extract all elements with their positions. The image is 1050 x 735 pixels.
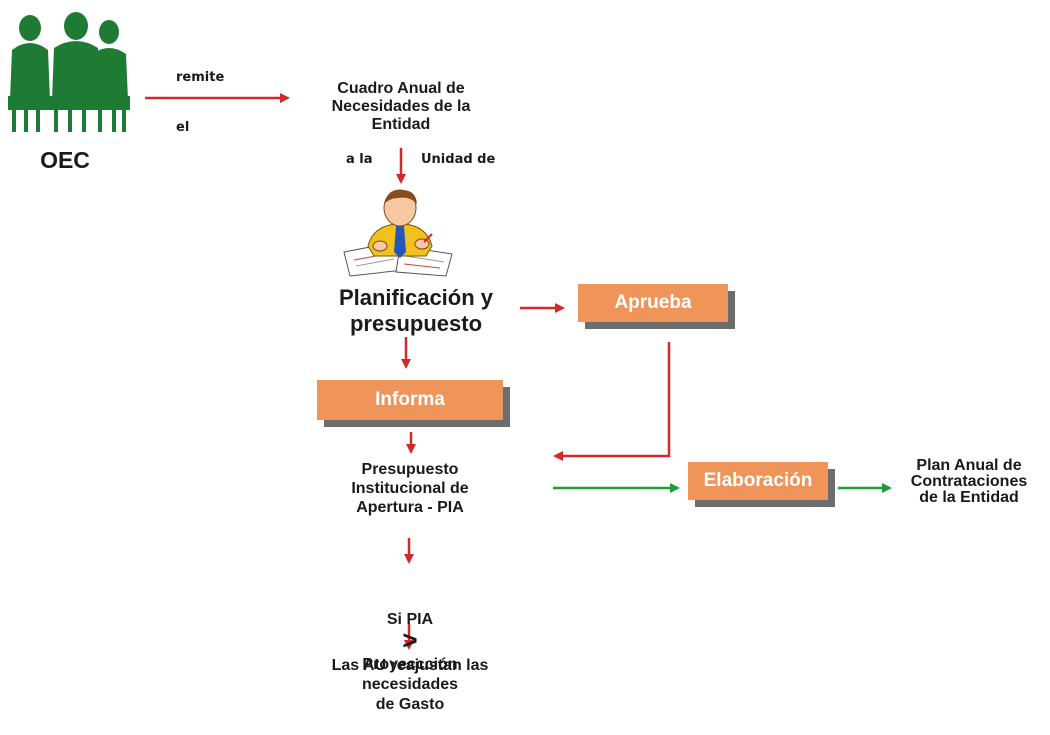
- arrow-aprueba-to-pia: [553, 342, 671, 461]
- informa-label: Informa: [375, 389, 445, 410]
- informa-box: Informa: [317, 380, 503, 420]
- el-label: el: [176, 120, 190, 135]
- condicion-node: Si PIA > Proyeccción de Gasto: [270, 570, 550, 735]
- a-la-label: a la: [346, 152, 373, 167]
- greater-than-symbol: >: [402, 625, 418, 655]
- unidad-de-label: Unidad de: [421, 152, 496, 167]
- planificacion-node: Planificación y presupuesto: [338, 285, 494, 336]
- plan-anual-node: Plan Anual de Contrataciones de la Entid…: [910, 457, 1028, 506]
- committee-icon: [8, 10, 130, 140]
- oec-label: OEC: [40, 147, 90, 173]
- condicion-line-2: de Gasto: [375, 696, 445, 713]
- reajuste-node: Las AU reajustan las necesidades: [331, 657, 489, 693]
- aprueba-label: Aprueba: [614, 292, 692, 313]
- remite-label: remite: [176, 70, 225, 85]
- aprueba-box: Aprueba: [578, 284, 728, 322]
- condicion-right: Proyeccción: [362, 656, 458, 673]
- cuadro-anual-node: Cuadro Anual de Necesidades de la Entida…: [331, 80, 471, 133]
- condicion-line-1: Si PIA > Proyeccción: [270, 590, 550, 675]
- planner-person-icon: [340, 186, 460, 283]
- connector-layer: [145, 93, 892, 650]
- condicion-left: Si PIA: [386, 611, 434, 628]
- elaboracion-box: Elaboración: [688, 462, 828, 500]
- elaboracion-label: Elaboración: [703, 470, 813, 491]
- pia-node: Presupuesto Institucional de Apertura - …: [351, 461, 469, 516]
